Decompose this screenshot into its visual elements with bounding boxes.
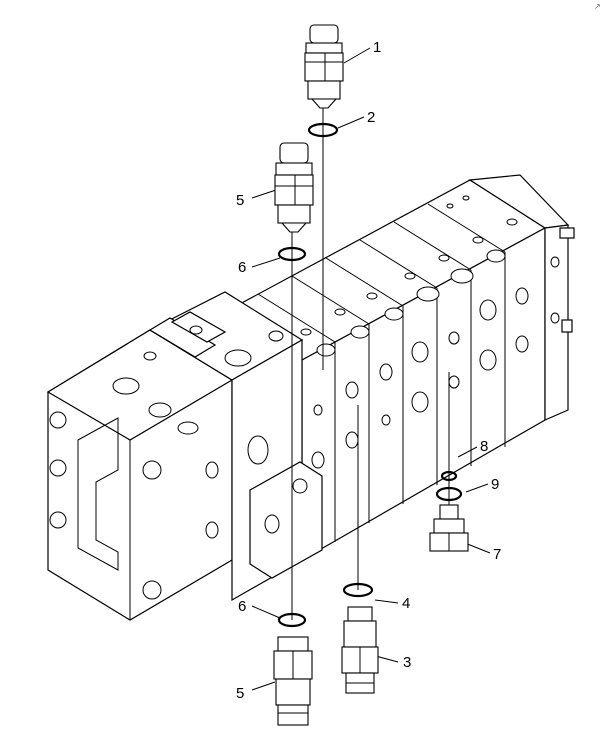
callout-9: 9 bbox=[491, 476, 499, 493]
relief-valve-part-5-lower bbox=[273, 636, 313, 726]
relief-valve-part-5-upper bbox=[274, 142, 314, 233]
relief-valve-part-1 bbox=[304, 24, 344, 109]
o-ring-part-4 bbox=[342, 582, 374, 598]
callout-3: 3 bbox=[403, 654, 411, 671]
callout-6-lower: 6 bbox=[238, 598, 246, 615]
callout-6-upper: 6 bbox=[238, 259, 246, 276]
relief-valve-part-3 bbox=[341, 606, 379, 694]
callout-5-lower: 5 bbox=[236, 685, 244, 702]
control-valve-assembly bbox=[46, 174, 575, 621]
o-ring-part-8 bbox=[440, 470, 458, 482]
o-ring-part-6-lower bbox=[277, 612, 307, 628]
callout-1: 1 bbox=[373, 39, 381, 56]
o-ring-part-2 bbox=[307, 122, 339, 138]
o-ring-part-6-upper bbox=[277, 246, 307, 262]
plug-part-7 bbox=[429, 504, 469, 552]
corner-mark: ↗ bbox=[594, 2, 601, 11]
callout-2: 2 bbox=[367, 109, 375, 126]
o-ring-part-9 bbox=[435, 486, 463, 502]
callout-labels: 1 2 3 4 5 5 6 6 7 8 9 bbox=[236, 39, 501, 702]
callout-4: 4 bbox=[402, 595, 410, 612]
callout-8: 8 bbox=[480, 438, 488, 455]
callout-5-upper: 5 bbox=[236, 192, 244, 209]
o-rings bbox=[277, 122, 463, 628]
callout-7: 7 bbox=[493, 546, 501, 563]
